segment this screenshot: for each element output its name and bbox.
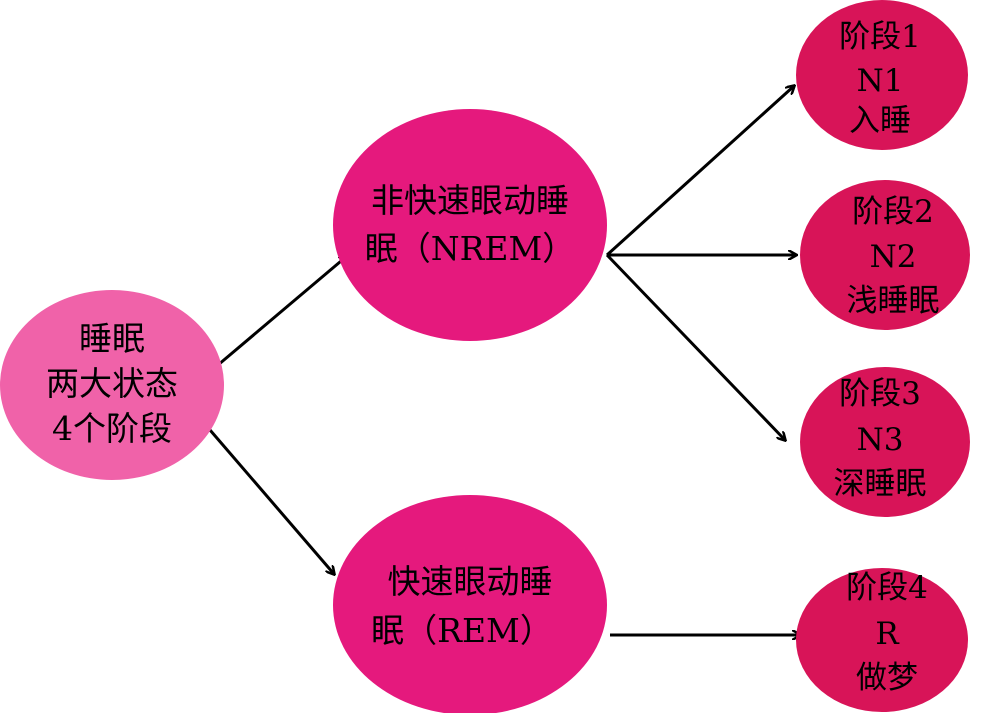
stage-3-line-1: 阶段3 [839,376,921,412]
stage-3-line-2: N3 [857,422,904,458]
rem-node: 快速眼动睡 眠（REM） [333,495,607,713]
stage-2-line-3: 浅睡眠 [847,283,940,319]
stage-r-node: 阶段4 R 做梦 [796,568,968,712]
arrows [208,86,800,635]
stage-1-line-3: 入睡 [849,103,911,139]
rem-line-2: 眠（REM） [371,611,553,650]
arrow-root-to-nrem [217,256,347,367]
nrem-line-2: 眠（NREM） [365,229,576,268]
nrem-node: 非快速眼动睡 眠（NREM） [333,109,607,341]
stage-2-line-2: N2 [870,239,917,275]
stage-3-line-3: 深睡眠 [834,466,927,502]
root-node: 睡眠 两大状态 4个阶段 [0,290,224,480]
root-line-1: 睡眠 [79,319,145,358]
stage-4-line-1: 阶段4 [846,570,928,606]
stage-n1-node: 阶段1 N1 入睡 [796,0,968,150]
arrow-nrem-to-n1 [605,86,794,257]
stage-4-line-3: 做梦 [856,660,918,696]
stage-1-line-1: 阶段1 [839,19,921,55]
stage-n3-node: 阶段3 N3 深睡眠 [800,367,970,517]
stage-n2-node: 阶段2 N2 浅睡眠 [800,180,970,330]
arrow-nrem-to-n3 [605,253,785,440]
arrow-root-to-rem [208,429,334,574]
nrem-line-1: 非快速眼动睡 [371,181,569,220]
root-line-3: 4个阶段 [52,409,172,448]
stage-4-line-2: R [875,616,900,652]
root-line-2: 两大状态 [46,364,178,403]
stage-2-line-1: 阶段2 [852,194,934,230]
stage-1-line-2: N1 [857,63,904,99]
rem-line-1: 快速眼动睡 [388,562,553,601]
